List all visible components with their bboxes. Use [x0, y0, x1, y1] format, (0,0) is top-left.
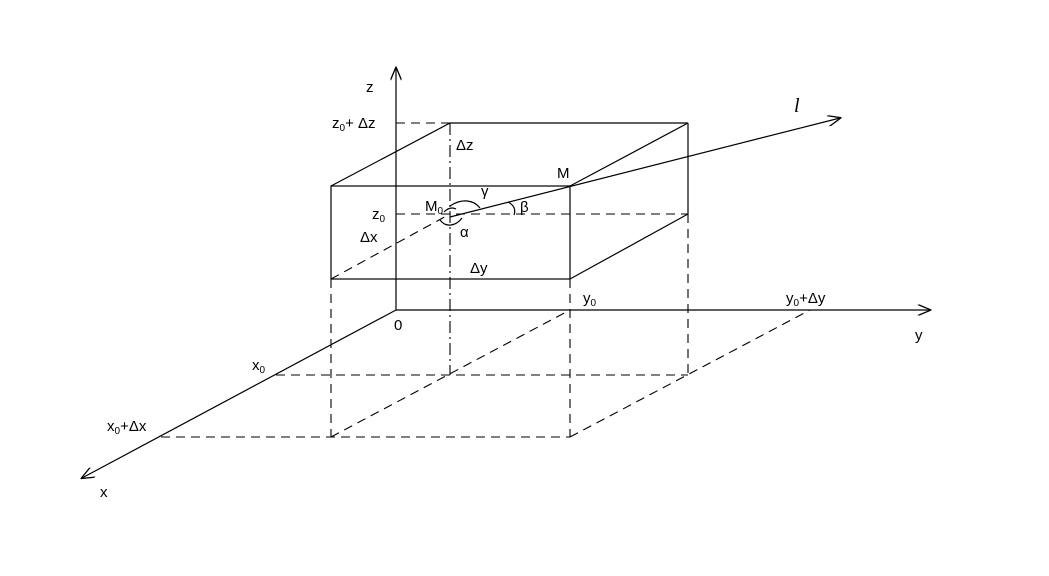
m0-label: M0: [425, 198, 444, 217]
y-axis-label: y: [915, 327, 923, 344]
gamma-label: γ: [481, 183, 489, 200]
delta-z-label: Δz: [456, 137, 474, 154]
y0-label: y0: [583, 290, 597, 309]
y0-plus-dy-label: y0+Δy: [786, 290, 826, 309]
m-label: M: [557, 165, 570, 182]
delta-y-label: Δy: [470, 260, 488, 277]
z0-plus-dz-label: z0+ Δz: [332, 115, 376, 134]
x-axis-label: x: [100, 484, 108, 501]
box-solid-edges: [330, 122, 689, 280]
z-axis-label: z: [366, 79, 374, 96]
angle-arcs: [439, 200, 516, 226]
direction-vector-l: [449, 118, 840, 218]
origin-label: 0: [394, 317, 402, 334]
x0-plus-dx-label: x0+Δx: [107, 418, 147, 437]
z0-label: z0: [372, 206, 386, 225]
delta-x-label: Δx: [360, 229, 378, 246]
x0-label: x0: [252, 357, 266, 376]
vector-l-label: l: [794, 95, 800, 117]
alpha-label: α: [460, 224, 469, 241]
beta-label: β: [520, 199, 529, 216]
box-dashed-edges: [161, 122, 811, 438]
x-axis: [82, 309, 397, 478]
